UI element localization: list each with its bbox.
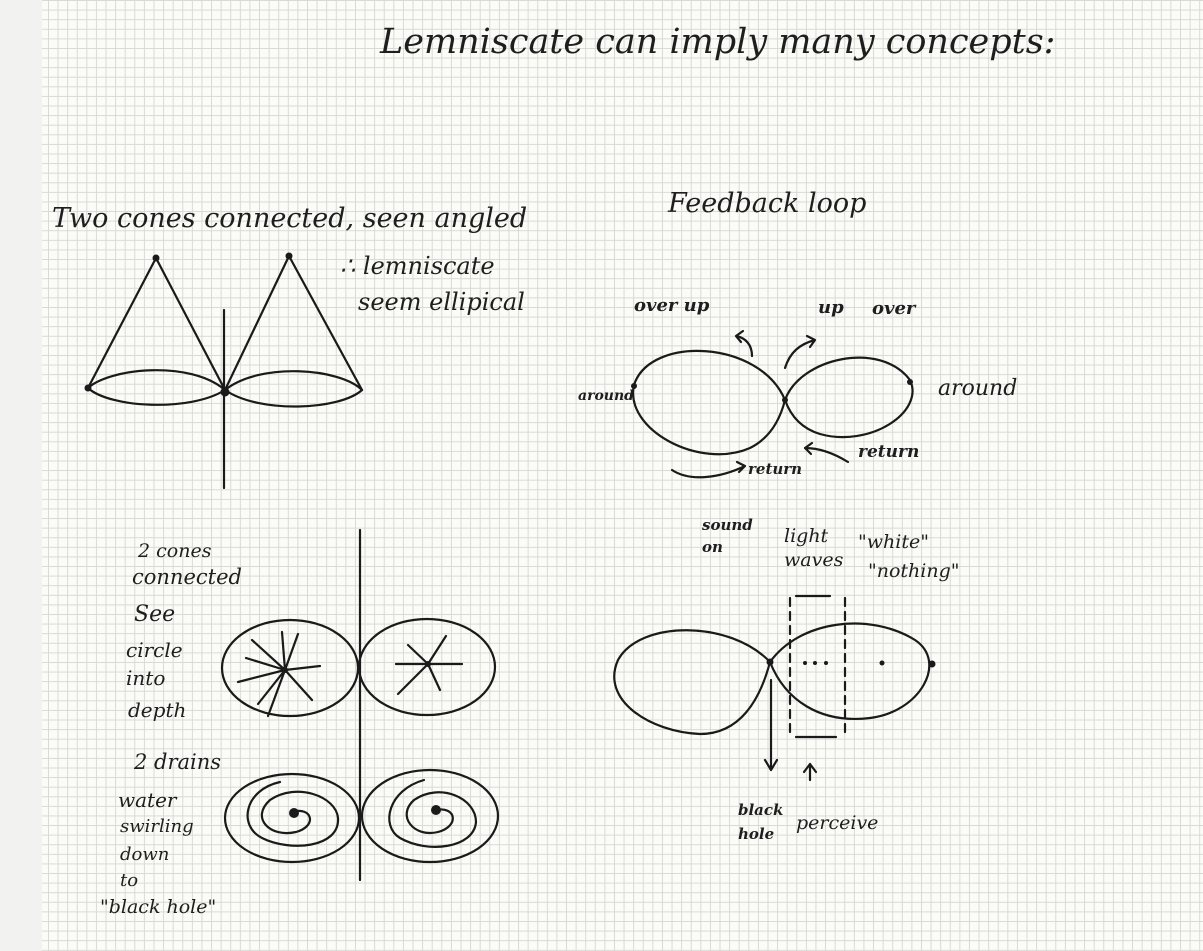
label-black-hole: black hole xyxy=(738,801,784,843)
drains-line: down xyxy=(120,844,170,865)
drains-line: to xyxy=(120,870,139,891)
label-white: "white" xyxy=(858,531,929,553)
cones-note-line1: ∴ lemniscate xyxy=(340,252,495,280)
label-return-left: return xyxy=(748,460,803,478)
label-nothing: "nothing" xyxy=(868,560,960,582)
label-around-left: around xyxy=(578,388,634,404)
label-over-up: over up xyxy=(634,295,710,316)
drains-line: swirling xyxy=(120,816,194,837)
label-up: up xyxy=(818,297,844,318)
label-perceive: perceive xyxy=(796,812,879,834)
two-cones-sketch xyxy=(84,252,364,490)
drains-line: "black hole" xyxy=(100,896,217,918)
label-around-right: around xyxy=(938,376,1018,401)
light-waves-sketch xyxy=(613,594,936,782)
drains-line: water xyxy=(118,788,177,812)
caption-line: circle xyxy=(126,638,183,662)
caption-line: into xyxy=(126,666,166,690)
caption-line: connected xyxy=(132,565,242,589)
caption-line: 2 cones xyxy=(138,540,212,562)
feedback-loop-sketch xyxy=(631,329,914,479)
label-return-right: return xyxy=(858,442,920,462)
feedback-heading: Feedback loop xyxy=(668,188,867,219)
caption-line: depth xyxy=(128,698,187,722)
page-title: Lemniscate can imply many concepts: xyxy=(380,22,1056,62)
cones-depth-sketch xyxy=(220,528,500,882)
cones-note-line2: seem ellipical xyxy=(358,288,525,316)
caption-line: See xyxy=(134,602,176,627)
label-over: over xyxy=(872,298,916,319)
label-light-waves: light waves xyxy=(784,525,844,571)
cones-heading: Two cones connected, seen angled xyxy=(52,203,528,234)
label-sound-on: sound on xyxy=(702,516,753,556)
drains-line: 2 drains xyxy=(134,750,222,774)
page-margin xyxy=(0,0,42,951)
